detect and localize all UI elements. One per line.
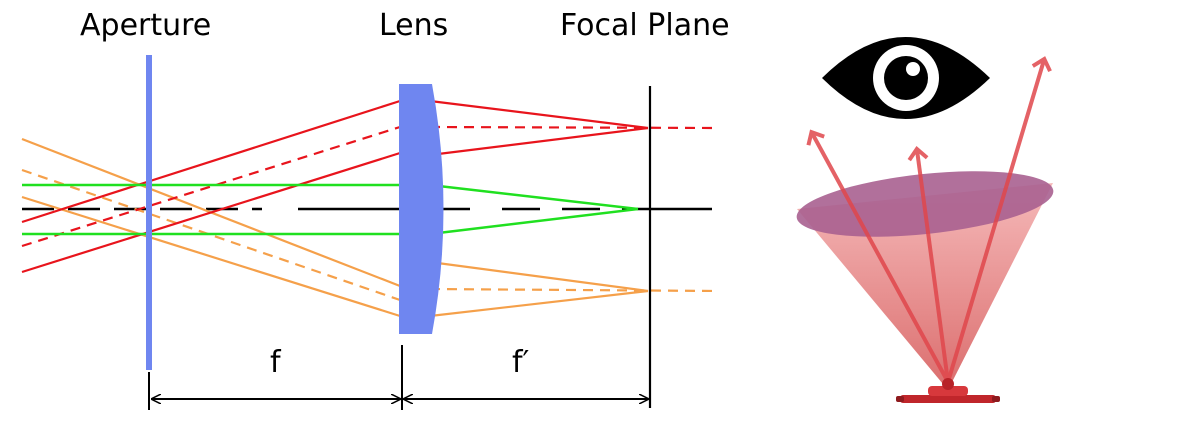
back-focal-length-label: f′: [512, 345, 530, 380]
orange-rays: [21, 137, 719, 318]
lens-label: Lens: [379, 8, 449, 43]
reflected-rays: [806, 56, 1052, 383]
red-rays: [21, 99, 719, 274]
focal-plane-label: Focal Plane: [560, 8, 730, 43]
eye-icon: [822, 37, 990, 119]
green-rays: [22, 183, 639, 236]
lens: [399, 84, 444, 334]
light-source-icon: [896, 378, 1000, 403]
dimension-markers: [148, 345, 648, 410]
focal-length-label: f: [270, 345, 281, 380]
aperture-stop: [146, 55, 152, 370]
aperture-label: Aperture: [80, 8, 212, 43]
